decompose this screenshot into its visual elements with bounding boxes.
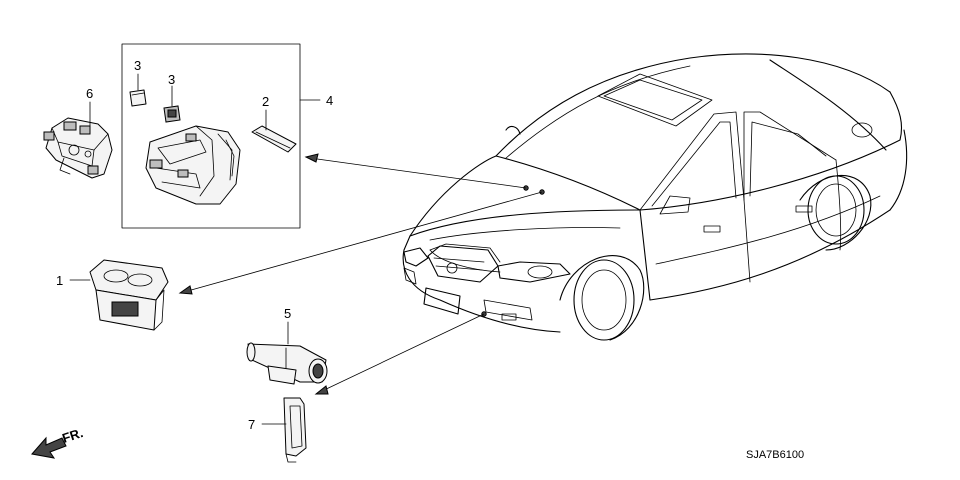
front-direction-indicator: FR. — [31, 425, 85, 459]
front-label: FR. — [60, 425, 85, 446]
part-3-clip-left[interactable] — [129, 89, 147, 107]
callout-5: 5 — [284, 306, 291, 321]
callout-1: 1 — [56, 273, 63, 288]
part-3-clip-right[interactable] — [163, 105, 181, 123]
assembly-bracket-box — [121, 43, 321, 229]
part-6-sensor-unit[interactable] — [43, 117, 113, 179]
leader-lines — [69, 73, 543, 425]
part-4-housing[interactable] — [145, 125, 241, 205]
callout-6: 6 — [86, 86, 93, 101]
callout-4: 4 — [326, 93, 333, 108]
vehicle-outline — [402, 53, 908, 341]
front-arrow-icon — [31, 436, 67, 459]
part-1-switch-panel[interactable] — [89, 259, 169, 331]
part-5-cylinder-sensor[interactable] — [246, 342, 328, 385]
callout-2: 2 — [262, 94, 269, 109]
part-7-bracket-clip[interactable] — [283, 397, 307, 463]
callout-3-right: 3 — [168, 72, 175, 87]
part-2-strip[interactable] — [251, 125, 297, 153]
diagram-code: SJA7B6100 — [746, 449, 804, 461]
callout-7: 7 — [248, 417, 255, 432]
callout-3-left: 3 — [134, 58, 141, 73]
